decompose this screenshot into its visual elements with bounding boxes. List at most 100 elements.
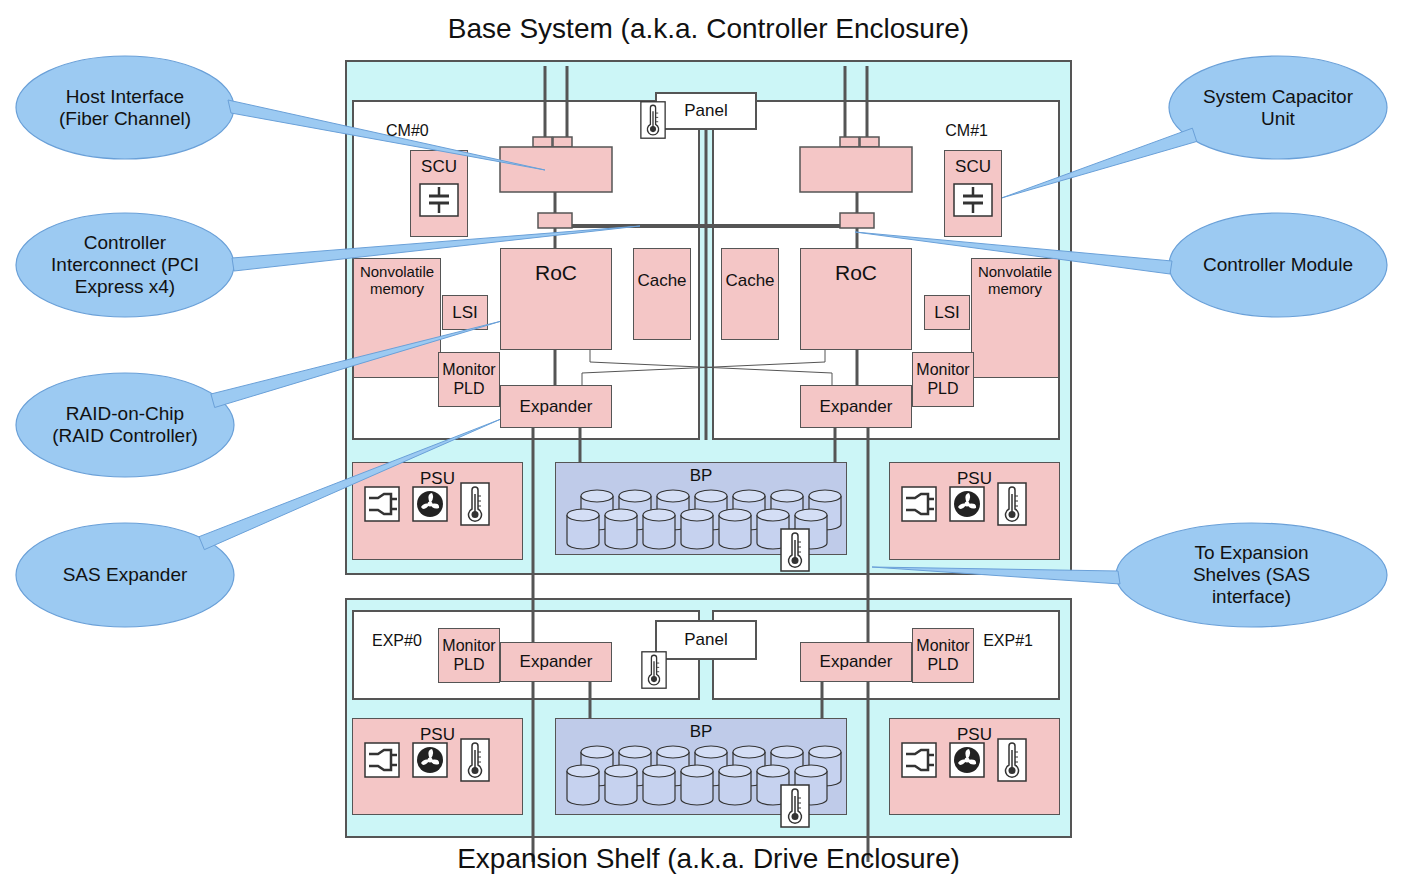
disk-drive: [657, 490, 689, 530]
box-label: RoC: [535, 261, 577, 285]
box-label: Panel: [684, 101, 727, 121]
fan-icon: [950, 743, 984, 777]
power-plug-icon: [365, 487, 399, 521]
component-box: Cache: [633, 248, 690, 340]
host-wire: [866, 66, 869, 137]
disk-drive: [733, 490, 765, 530]
sas-wire: [532, 682, 535, 862]
box-label: SCU: [421, 157, 457, 177]
host-port: [860, 137, 879, 147]
module-box: CM#0SCURoCCacheNonvolatile memoryLSIMoni…: [352, 100, 700, 440]
disk-drive: [643, 765, 675, 805]
callout-ellipse-outline: [16, 373, 234, 477]
module-box: EXP#0Monitor PLDExpander: [352, 610, 700, 700]
backplane-box: BP: [555, 718, 847, 815]
panel-box: Panel: [655, 92, 757, 130]
wires: [533, 66, 868, 862]
thermometer-icon: [641, 102, 665, 138]
host-port: [553, 137, 572, 147]
interconnect-port: [538, 213, 572, 228]
component-box: LSI: [924, 295, 970, 330]
box-label: Expander: [820, 652, 893, 672]
power-plug-icon: [902, 487, 936, 521]
disk-drive: [809, 746, 841, 786]
callout-ellipse-outline: [16, 523, 234, 627]
callout-pointer: [199, 419, 500, 549]
disk-drive: [619, 490, 651, 530]
component-box: Expander: [500, 385, 612, 428]
component-box: Cache: [721, 248, 778, 340]
box-label: Monitor PLD: [913, 361, 973, 398]
disk-drive: [795, 765, 827, 805]
host-wire: [544, 66, 547, 137]
enclosure-box: Expansion Shelf (a.k.a. Drive Enclosure)…: [345, 598, 1072, 838]
power-plug-icon: [365, 743, 399, 777]
callout-text: Controller Interconnect (PCI Express x4): [43, 232, 208, 298]
disk-drive: [581, 490, 613, 530]
box-label: LSI: [452, 303, 478, 323]
disk-drive: [795, 509, 827, 549]
disk-drive: [619, 746, 651, 786]
component-box: PSU: [889, 718, 1060, 815]
midplane-wire: [705, 130, 708, 440]
capacitor-icon: [420, 184, 458, 216]
interconnect-wire: [572, 224, 840, 228]
callout-text: SAS Expander: [35, 564, 215, 586]
box-label: PSU: [957, 469, 992, 489]
box-label: BP: [690, 722, 713, 742]
component-box: SCU: [410, 150, 468, 237]
component-box: Nonvolatile memory: [971, 258, 1059, 378]
host-interface-box: [800, 147, 912, 192]
disk-drive: [719, 509, 751, 549]
sas-link: [867, 428, 870, 642]
box-label: Nonvolatile memory: [354, 263, 440, 298]
interconnect-port: [840, 213, 874, 228]
callout-pointer: [211, 321, 500, 407]
callout-pointer: [228, 100, 545, 170]
box-label: SCU: [955, 157, 991, 177]
callout-ellipse: Controller Module: [1168, 212, 1388, 318]
box-label: RoC: [835, 261, 877, 285]
component-box: Expander: [800, 642, 912, 682]
sas-wire: [867, 682, 870, 862]
host-wire: [566, 66, 569, 137]
callout-ellipse-outline: [1116, 523, 1387, 627]
bus-wire: [554, 192, 557, 213]
fan-icon: [413, 743, 447, 777]
callout-ellipse-outline: [1169, 56, 1387, 159]
box-label: Cache: [637, 271, 686, 291]
box-label: CM#1: [945, 122, 988, 140]
component-box: Monitor PLD: [438, 352, 500, 407]
bus-wire: [856, 192, 859, 213]
box-label: Cache: [725, 271, 774, 291]
thermometer-icon: [781, 529, 809, 571]
callout-ellipse: RAID-on-Chip (RAID Controller): [15, 372, 235, 478]
box-label: Expander: [820, 397, 893, 417]
disk-drive: [757, 765, 789, 805]
component-box: Monitor PLD: [912, 628, 974, 683]
thermometer-icon: [461, 739, 489, 781]
backplane-box: BP: [555, 462, 847, 555]
sas-link: [821, 682, 824, 718]
box-label: PSU: [420, 469, 455, 489]
disk-drive: [771, 746, 803, 786]
callout-ellipse-outline: [1169, 213, 1387, 317]
disk-drive: [643, 509, 675, 549]
callout-pointer: [232, 226, 640, 271]
thermometer-icon: [998, 483, 1026, 525]
box-label: Monitor PLD: [913, 637, 973, 674]
component-box: Expander: [800, 385, 912, 428]
component-box: SCU: [944, 150, 1002, 237]
component-box: PSU: [352, 718, 523, 815]
panel-box: Panel: [655, 620, 757, 660]
host-interface-box: [500, 147, 612, 192]
host-port: [840, 137, 859, 147]
box-label: PSU: [420, 725, 455, 745]
box-label: PSU: [957, 725, 992, 745]
component-box: RoC: [800, 248, 912, 350]
sas-link: [579, 428, 582, 462]
box-label: Panel: [684, 630, 727, 650]
capacitor-icon: [954, 184, 992, 216]
